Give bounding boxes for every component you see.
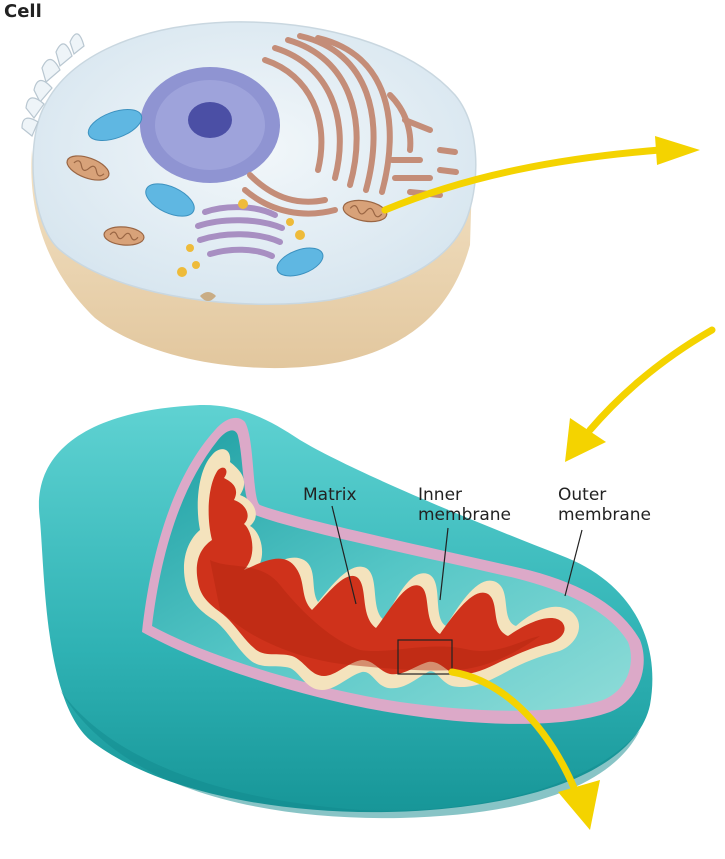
nucleus bbox=[140, 67, 280, 183]
cell-title: Cell bbox=[4, 2, 42, 22]
nucleolus bbox=[188, 102, 232, 138]
animal-cell bbox=[22, 22, 476, 368]
outer-membrane-label: Outer membrane bbox=[558, 485, 651, 525]
matrix-label: Matrix bbox=[303, 485, 357, 505]
zoom-arrow-into-mitochondrion bbox=[565, 330, 712, 462]
inner-membrane-label: Inner membrane bbox=[418, 485, 511, 525]
